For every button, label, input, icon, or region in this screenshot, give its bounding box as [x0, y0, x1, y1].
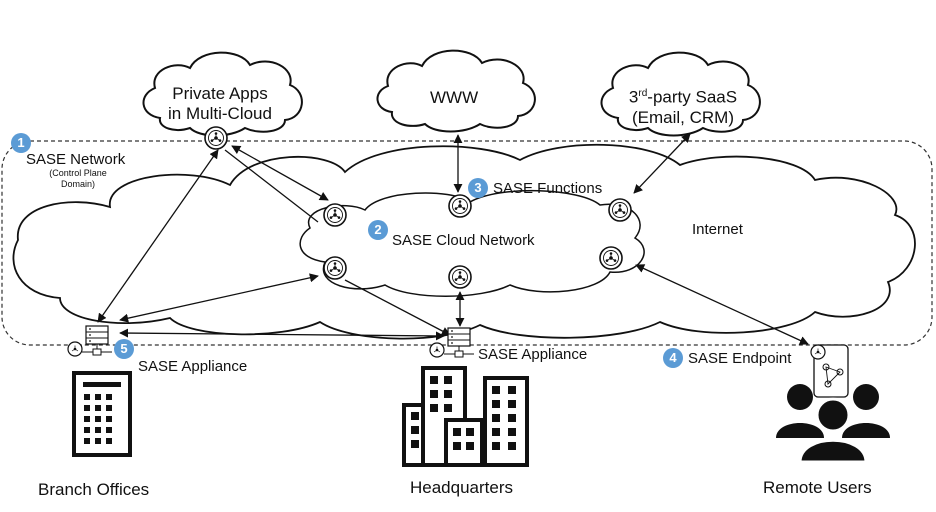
badge-1: 1 — [11, 133, 31, 153]
sase-cloud-network-cloud — [299, 189, 645, 297]
hq-appliance-label: SASE Appliance — [478, 346, 588, 363]
sase-node-icon — [323, 203, 347, 227]
sase-network-label: SASE Network — [26, 151, 126, 168]
control-plane-label: (Control Plane Domain) — [49, 168, 107, 189]
www-cloud — [376, 49, 536, 133]
headquarters-label: Headquarters — [410, 478, 514, 497]
remote-users-icon — [776, 384, 890, 464]
saas-line1: 3rd-party SaaS — [628, 87, 738, 107]
sase-function-node-icon — [448, 194, 472, 218]
arrow-branch-hq — [119, 328, 445, 341]
badge-4: 4 — [663, 348, 683, 368]
badge-5: 5 — [114, 339, 134, 359]
sase-node-icon — [323, 256, 347, 280]
arrow-endpoint-node — [635, 264, 809, 345]
branch-appliance-icon — [67, 325, 112, 357]
arrow-private-node — [231, 145, 329, 201]
private-apps-line1: Private Apps — [172, 84, 268, 103]
endpoint-device-icon — [810, 344, 849, 398]
arrow-node-hq — [344, 279, 451, 336]
arrow-saas-functions — [633, 133, 691, 194]
sase-node-icon — [608, 198, 632, 222]
badge-2: 2 — [368, 220, 388, 240]
connection-arrows — [97, 133, 809, 345]
private-apps-line2: in Multi-Cloud — [168, 104, 272, 123]
private-apps-node-icon — [204, 126, 228, 150]
internet-label: Internet — [692, 221, 743, 238]
private-apps-label: Private Apps in Multi-Cloud — [150, 84, 290, 124]
hq-appliance-icon — [429, 327, 474, 358]
saas-label: 3rd-party SaaS (Email, CRM) — [608, 84, 758, 128]
remote-users-label: Remote Users — [763, 478, 872, 497]
arrow-private-branch — [97, 149, 219, 323]
sase-functions-label: SASE Functions — [493, 180, 603, 197]
branch-office-building-icon — [72, 371, 132, 457]
sase-network-boundary — [1, 140, 933, 346]
badge-3: 3 — [468, 178, 488, 198]
www-label: WWW — [430, 88, 479, 107]
sase-node-icon — [448, 265, 472, 289]
arrow-branch-node — [119, 273, 319, 323]
sase-cloud-network-label: SASE Cloud Network — [392, 232, 535, 249]
sase-endpoint-label: SASE Endpoint — [688, 350, 792, 367]
branch-appliance-label: SASE Appliance — [138, 358, 248, 375]
sase-node-icon — [599, 246, 623, 270]
headquarters-windows — [411, 376, 516, 450]
branch-offices-label: Branch Offices — [38, 480, 150, 499]
line-private-node — [224, 149, 319, 223]
saas-line2: (Email, CRM) — [632, 107, 734, 127]
